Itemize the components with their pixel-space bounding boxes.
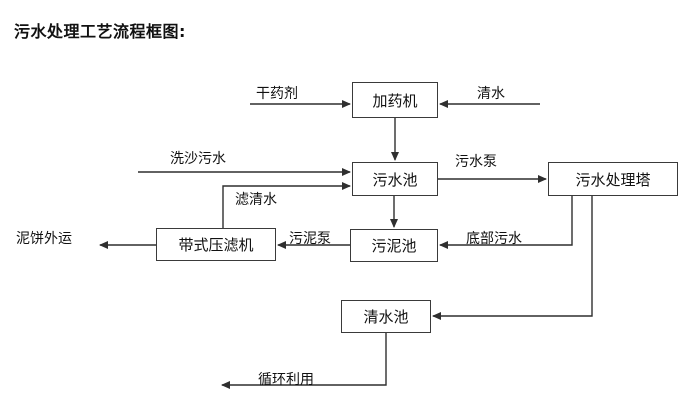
node-label: 污泥池 (371, 237, 417, 255)
external-label-clean-water: 清水 (477, 86, 505, 102)
edge-label-sewage-pump: 污水泵 (455, 154, 497, 170)
node-clear-water-pool[interactable]: 清水池 (341, 300, 431, 333)
connector-tower-to-clear-water-pool (432, 196, 593, 320)
edge-label-sludge-pump: 污泥泵 (289, 231, 331, 247)
node-sludge-pool[interactable]: 污泥池 (350, 229, 438, 262)
node-dosing-machine[interactable]: 加药机 (352, 82, 438, 118)
node-treatment-tower[interactable]: 污水处理塔 (548, 162, 678, 196)
node-sewage-pool[interactable]: 污水池 (352, 162, 438, 196)
node-label: 污水处理塔 (575, 170, 651, 189)
page-title: 污水处理工艺流程框图: (14, 22, 186, 41)
node-label: 带式压滤机 (178, 236, 254, 254)
connector-belt-filter-to-sewage-pool (222, 182, 351, 228)
node-label: 加药机 (372, 91, 418, 110)
node-label: 清水池 (363, 308, 409, 326)
edge-label-filtered-water: 滤清水 (235, 192, 277, 208)
connector-clear-water-pool-to-recycle (221, 333, 387, 389)
edge-label-wash-sand-sewage: 洗沙污水 (170, 151, 226, 167)
node-label: 污水池 (372, 170, 418, 189)
external-label-mud-cake-out: 泥饼外运 (16, 231, 72, 247)
edge-label-recycle-reuse: 循环利用 (258, 372, 314, 388)
edge-label-bottom-sewage: 底部污水 (466, 231, 522, 247)
external-label-dry-reagent: 干药剂 (256, 86, 298, 102)
node-belt-filter-press[interactable]: 带式压滤机 (156, 228, 276, 261)
connector-tower-to-sludge-pool (439, 196, 573, 249)
